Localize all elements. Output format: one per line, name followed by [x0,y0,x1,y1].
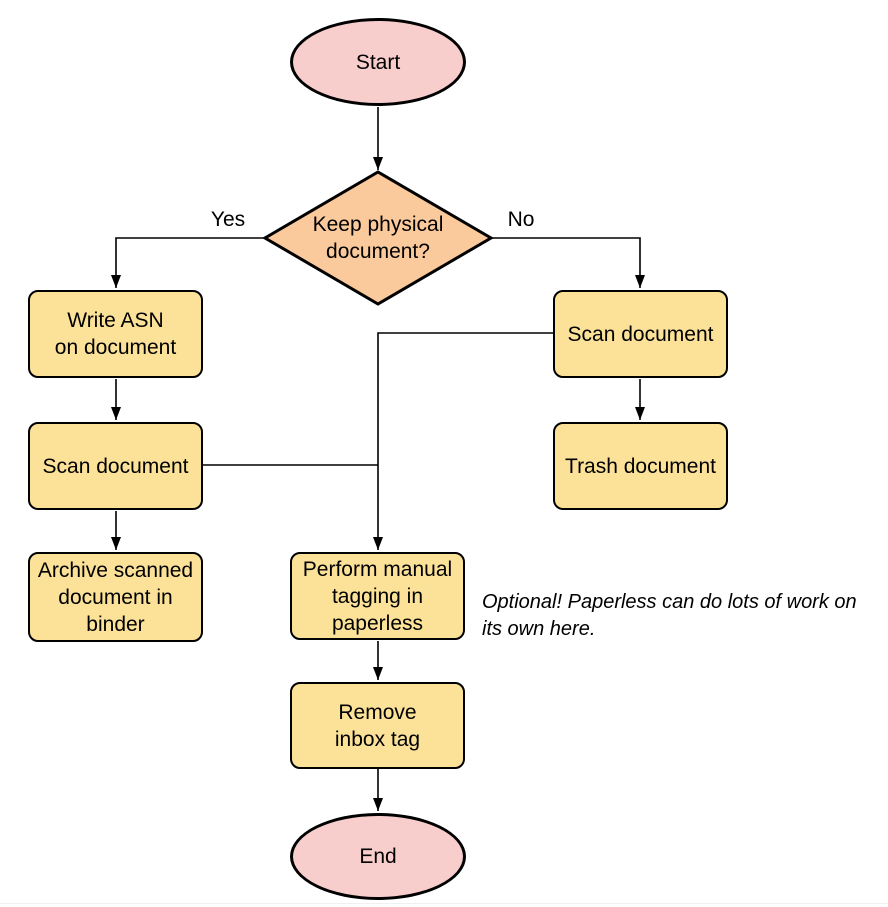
start-node: Start [290,18,466,106]
edge-scan-right-to-tagging [373,332,553,550]
scan-document-left-label: Scan document [42,454,189,478]
remove-inbox-tag-node: Remove inbox tag [290,682,465,769]
edge-decision-yes-to-write-asn [111,237,266,288]
write-asn-label: Write ASN on document [54,309,177,359]
trash-document-node: Trash document [553,422,728,510]
edge-decision-no-to-scan-right [490,237,645,288]
scan-document-right-node: Scan document [553,290,728,378]
trash-document-label: Trash document [565,454,716,478]
manual-tagging-label: Perform manual tagging in paperless [302,557,453,635]
archive-document-label: Archive scanned document in binder [37,558,194,636]
manual-tagging-node: Perform manual tagging in paperless [290,552,465,640]
decision-node: Keep physical document? [283,199,473,277]
start-label: Start [355,50,401,74]
optional-note: Optional! Paperless can do lots of work … [482,591,857,640]
edge-label-no: No [507,208,535,231]
edge-label-yes: Yes [210,208,246,231]
remove-inbox-tag-label: Remove inbox tag [334,700,421,751]
scan-document-right-label: Scan document [567,322,714,346]
scan-document-left-node: Scan document [28,422,203,510]
decision-label: Keep physical document? [312,213,444,263]
end-node: End [290,813,466,900]
archive-document-node: Archive scanned document in binder [28,552,203,642]
page-bottom-border [0,903,888,904]
decision-shape [262,170,494,306]
end-label: End [359,845,397,868]
write-asn-node: Write ASN on document [28,290,203,378]
